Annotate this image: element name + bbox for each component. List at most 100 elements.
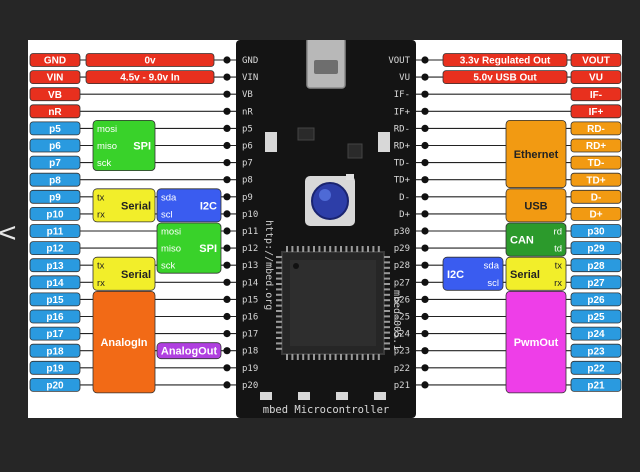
pin-label-p12: p12 — [46, 244, 64, 255]
pin-label-ifplus-box — [570, 104, 622, 119]
chip-lead — [276, 256, 282, 258]
board-pin-silk: VOUT — [388, 56, 410, 66]
group-pin-mosi: mosi — [97, 124, 117, 135]
pin-label-p30-box — [570, 224, 622, 238]
chip-lead — [384, 277, 390, 280]
chip-lead — [367, 246, 369, 252]
group-analogin-box — [92, 290, 156, 394]
board-pin-silk: p27 — [394, 278, 410, 288]
chip-lead — [356, 246, 359, 252]
pin-label-p28: p28 — [587, 261, 605, 272]
pin-label-p12-box — [29, 241, 81, 256]
chip-lead — [329, 246, 332, 252]
group-pin-sck: sck — [161, 261, 176, 272]
group-pin-scl: scl — [161, 209, 173, 220]
status-led — [298, 392, 310, 400]
pin-dot — [223, 312, 231, 321]
pin-dot — [421, 56, 429, 64]
chip-lead — [334, 354, 337, 360]
pin-label-p16: p16 — [46, 312, 64, 323]
board-pcb — [236, 40, 416, 418]
chip-lead — [384, 283, 390, 285]
pin-label-p11: p11 — [47, 227, 64, 238]
pin-label-rdminus-box — [570, 121, 622, 136]
pin-label-p19-box — [29, 360, 81, 375]
chevron-left-icon[interactable]: < — [0, 218, 18, 248]
pin-dot — [421, 227, 429, 235]
board-pin-silk: RD- — [394, 124, 410, 134]
pin-label-p18: p18 — [46, 346, 64, 357]
chip-lead — [276, 331, 282, 334]
pin-label-p14: p14 — [46, 278, 64, 289]
board-pin-silk: p18 — [242, 347, 258, 357]
chip-lead — [302, 246, 305, 252]
board-pin-silk: p26 — [394, 295, 410, 305]
power-gnd-label: 0v — [144, 56, 156, 67]
small-chip — [347, 143, 363, 159]
pin-label-dminus-box — [570, 189, 622, 204]
board-side-text-right: mbed-005.1 — [391, 290, 402, 350]
chip-lead — [384, 331, 390, 334]
pin-label-p21-box — [570, 377, 622, 392]
pin-label-p27-box — [570, 275, 622, 290]
pin-label-vu-box — [570, 70, 622, 85]
chip-lead — [345, 246, 348, 252]
power-vu-label: 5.0v USB Out — [473, 73, 537, 84]
chip-lead — [384, 315, 390, 318]
pin-label-ifplus: IF+ — [589, 107, 604, 118]
pin-label-p14-box — [29, 275, 81, 290]
pin-label-p15: p15 — [46, 295, 64, 306]
group-pin-sda: sda — [161, 192, 177, 203]
pin-label-p17: p17 — [46, 329, 64, 340]
chip-lead — [276, 293, 282, 296]
chip-pin1-marker — [293, 263, 299, 269]
board-pin-silk: p28 — [394, 261, 410, 271]
mbed-board: http://mbed.org mbed-005.1 mbed Microcon… — [236, 40, 416, 418]
chip-lead — [361, 246, 364, 252]
board-title: mbed Microcontroller — [263, 404, 389, 416]
group-ethernet-box — [505, 120, 567, 189]
group-serial-label: Serial — [510, 269, 540, 281]
chip-lead — [276, 320, 282, 323]
pin-label-p7: p7 — [49, 158, 61, 169]
chip-lead — [384, 304, 390, 307]
crystal — [378, 132, 390, 152]
pin-label-p27: p27 — [587, 278, 605, 289]
board-pin-silk: p9 — [242, 193, 253, 203]
pin-label-ifminus-box — [570, 87, 622, 102]
chip-lead — [361, 354, 364, 360]
group-pin-scl: scl — [487, 278, 499, 289]
pin-dot — [421, 193, 429, 201]
pin-label-gnd-box — [29, 53, 81, 67]
pin-label-p5: p5 — [49, 124, 61, 135]
chip-leads — [276, 246, 390, 360]
chip-lead — [313, 246, 315, 252]
group-analogout-label: AnalogOut — [161, 346, 218, 358]
chip-lead — [276, 337, 282, 339]
chip-lead — [384, 288, 390, 291]
power-gnd-label-box — [85, 53, 215, 67]
chip-lead — [276, 342, 282, 345]
group-can-box — [505, 222, 567, 257]
group-pin-sck: sck — [97, 158, 112, 169]
small-chip — [297, 127, 315, 141]
pin-label-vb: VB — [48, 90, 62, 101]
group-pin-mosi: mosi — [161, 227, 181, 238]
power-vin-label-box — [85, 70, 215, 85]
chip-lead — [340, 354, 342, 360]
chip-lead — [276, 277, 282, 280]
pin-label-p10: p10 — [46, 210, 64, 221]
pin-dot — [223, 90, 231, 98]
chip-lead — [313, 354, 315, 360]
status-led — [336, 392, 348, 400]
group-i2c-box — [442, 256, 504, 291]
pin-label-vu: VU — [589, 73, 603, 84]
chip-lead — [384, 320, 390, 323]
pin-label-tdminus: TD- — [588, 158, 605, 169]
group-pwmout-box — [505, 290, 567, 394]
power-vout-label: 3.3v Regulated Out — [460, 56, 551, 67]
board-pin-silk: VB — [242, 90, 253, 100]
pin-label-p25: p25 — [587, 312, 605, 323]
pin-label-p13: p13 — [46, 261, 64, 272]
board-pin-silk: p6 — [242, 142, 253, 152]
